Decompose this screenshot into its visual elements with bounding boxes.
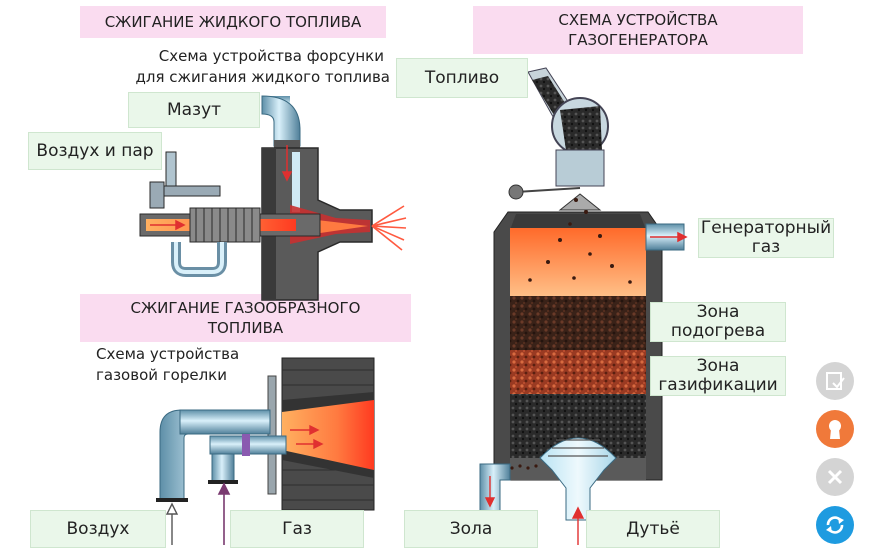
label-ash[interactable]: Зола [404, 510, 538, 548]
keyhole-icon [829, 420, 841, 439]
label-blast-text: Дутьё [626, 518, 680, 539]
label-ash-text: Зола [449, 518, 493, 539]
gas-generator-drawing [479, 67, 688, 545]
check-edit-icon [826, 372, 845, 390]
label-generator-gas-line2: газ [751, 237, 781, 257]
gas-title-line1: СЖИГАНИЕ ГАЗООБРАЗНОГО [130, 299, 361, 317]
liquid-title-text: СЖИГАНИЕ ЖИДКОГО ТОПЛИВА [104, 13, 362, 31]
gas-caption: Схема устройства газовой горелки [96, 344, 266, 386]
gas-caption-line1: Схема устройства [96, 345, 240, 363]
label-air[interactable]: Воздух [30, 510, 166, 548]
label-gasification-zone-line2: газификации [658, 375, 778, 395]
liquid-caption-line2: для сжигания жидкого топлива [135, 68, 390, 86]
generator-title: СХЕМА УСТРОЙСТВА ГАЗОГЕНЕРАТОРА [473, 6, 803, 54]
liquid-burner-drawing [139, 95, 407, 301]
label-air-steam-text: Воздух и пар [36, 140, 154, 161]
gas-title-line2: ТОПЛИВА [207, 319, 284, 337]
liquid-caption: Схема устройства форсунки для сжигания ж… [128, 46, 390, 88]
label-gas[interactable]: Газ [230, 510, 364, 548]
label-preheat-zone-line1: Зона [696, 302, 740, 322]
label-preheat-zone[interactable]: Зона подогрева [650, 302, 786, 342]
gas-burner-drawing [156, 357, 375, 545]
gas-title: СЖИГАНИЕ ГАЗООБРАЗНОГО ТОПЛИВА [80, 294, 411, 342]
label-blast[interactable]: Дутьё [586, 510, 720, 548]
label-fuel-text: Топливо [424, 67, 500, 88]
label-generator-gas-line1: Генераторный [700, 218, 832, 238]
label-generator-gas[interactable]: Генераторный газ [698, 218, 834, 258]
liquid-caption-line1: Схема устройства форсунки [158, 47, 384, 65]
label-mazut-text: Мазут [166, 99, 222, 120]
gas-caption-line2: газовой горелки [96, 366, 227, 384]
label-air-steam[interactable]: Воздух и пар [28, 132, 162, 170]
label-gas-text: Газ [282, 518, 312, 539]
label-gasification-zone[interactable]: Зона газификации [650, 356, 786, 396]
label-preheat-zone-line2: подогрева [670, 321, 766, 341]
refresh-button[interactable] [816, 506, 854, 544]
check-button[interactable] [816, 362, 854, 400]
label-gasification-zone-line1: Зона [696, 356, 740, 376]
close-icon [827, 469, 843, 485]
label-air-text: Воздух [66, 518, 130, 539]
label-fuel[interactable]: Топливо [396, 58, 528, 98]
label-mazut[interactable]: Мазут [128, 92, 260, 128]
hint-button[interactable] [816, 410, 854, 448]
liquid-title: СЖИГАНИЕ ЖИДКОГО ТОПЛИВА [80, 6, 386, 38]
generator-title-line2: ГАЗОГЕНЕРАТОРА [568, 31, 708, 49]
generator-title-line1: СХЕМА УСТРОЙСТВА [558, 11, 718, 29]
refresh-icon [826, 516, 844, 534]
reset-button[interactable] [816, 458, 854, 496]
